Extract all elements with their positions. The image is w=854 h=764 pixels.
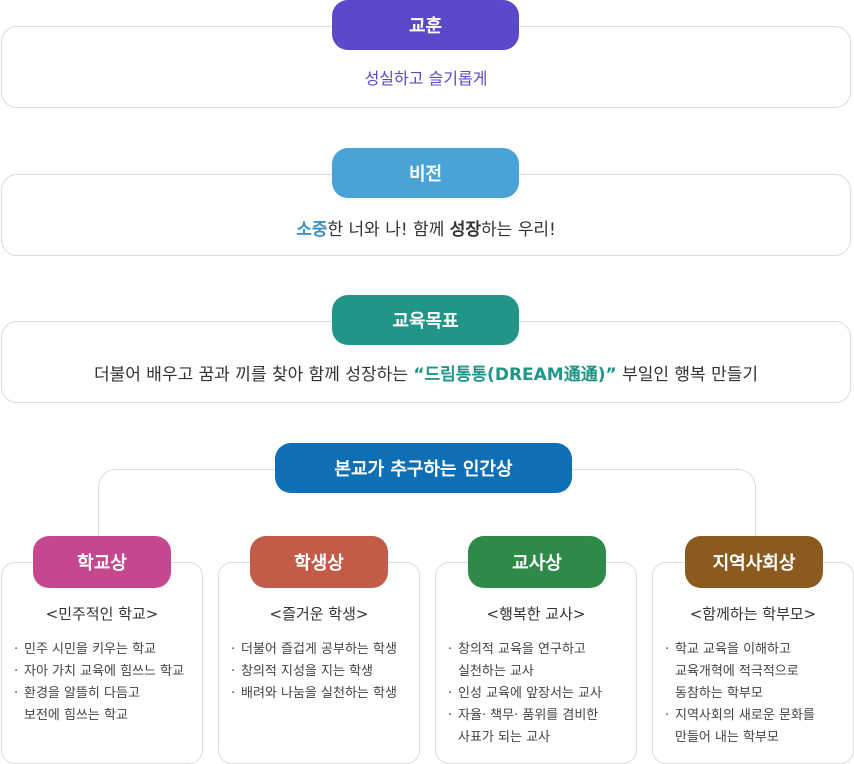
vision-text-4: 하는 우리! [481, 220, 556, 240]
vision-label: 비전 [332, 148, 519, 198]
ideal-label: 본교가 추구하는 인간상 [275, 443, 572, 493]
list-item: 자아 가치 교육에 힘쓰느 학교 [14, 661, 196, 683]
list-item: 학교 교육을 이해하고 교육개혁에 적극적으로 동참하는 학부모 [665, 639, 847, 705]
list-item: 환경을 알뜰히 다듬고 보전에 힘쓰는 학교 [14, 683, 196, 727]
school-ideal-card: <민주적인 학교> 민주 시민을 키우는 학교 자아 가치 교육에 힘쓰느 학교… [1, 562, 203, 764]
goal-highlight: “드림통통(DREAM通通)” [413, 365, 617, 385]
goal-text-after: 부일인 행복 만들기 [616, 365, 759, 385]
list-item: 지역사회의 새로운 문화를 만들어 내는 학부모 [665, 705, 847, 749]
card-subtitle: <함께하는 학부모> [689, 605, 817, 623]
motto-label: 교훈 [332, 0, 519, 50]
goal-text-before: 더불어 배우고 꿈과 끼를 찾아 함께 성장하는 [93, 365, 414, 385]
list-item: 민주 시민을 키우는 학교 [14, 639, 196, 661]
card-list: 학교 교육을 이해하고 교육개혁에 적극적으로 동참하는 학부모 지역사회의 새… [665, 639, 847, 749]
teacher-ideal-label: 교사상 [468, 536, 606, 588]
list-item: 더불어 즐겁게 공부하는 학생 [231, 639, 413, 661]
card-subtitle: <즐거운 학생> [269, 605, 369, 623]
goal-label: 교육목표 [332, 295, 519, 345]
vision-highlight-1: 소중 [296, 220, 328, 240]
card-subtitle: <민주적인 학교> [45, 605, 159, 623]
list-item: 창의적 교육을 연구하고 실천하는 교사 [448, 639, 630, 683]
school-ideal-label: 학교상 [33, 536, 171, 588]
card-list: 민주 시민을 키우는 학교 자아 가치 교육에 힘쓰느 학교 환경을 알뜰히 다… [14, 639, 196, 727]
community-ideal-label: 지역사회상 [685, 536, 823, 588]
list-item: 배려와 나눔을 실천하는 학생 [231, 683, 413, 705]
motto-text: 성실하고 슬기롭게 [364, 69, 488, 88]
vision-text: 소중한 너와 나! 함께 성장하는 우리! [2, 215, 850, 240]
card-list: 창의적 교육을 연구하고 실천하는 교사 인성 교육에 앞장서는 교사 자율· … [448, 639, 630, 749]
list-item: 인성 교육에 앞장서는 교사 [448, 683, 630, 705]
list-item: 자율· 책무· 품위를 겸비한 사표가 되는 교사 [448, 705, 630, 749]
teacher-ideal-card: <행복한 교사> 창의적 교육을 연구하고 실천하는 교사 인성 교육에 앞장서… [435, 562, 637, 764]
list-item: 창의적 지성을 지는 학생 [231, 661, 413, 683]
student-ideal-card: <즐거운 학생> 더불어 즐겁게 공부하는 학생 창의적 지성을 지는 학생 배… [218, 562, 420, 764]
community-ideal-card: <함께하는 학부모> 학교 교육을 이해하고 교육개혁에 적극적으로 동참하는 … [652, 562, 854, 764]
goal-text: 더불어 배우고 꿈과 끼를 찾아 함께 성장하는 “드림통통(DREAM通通)”… [2, 360, 850, 385]
vision-box: 소중한 너와 나! 함께 성장하는 우리! [1, 174, 851, 256]
card-subtitle: <행복한 교사> [486, 605, 586, 623]
vision-highlight-2: 성장 [449, 220, 482, 240]
student-ideal-label: 학생상 [250, 536, 388, 588]
vision-text-2: 한 너와 나! 함께 [327, 220, 450, 240]
card-list: 더불어 즐겁게 공부하는 학생 창의적 지성을 지는 학생 배려와 나눔을 실천… [231, 639, 413, 705]
